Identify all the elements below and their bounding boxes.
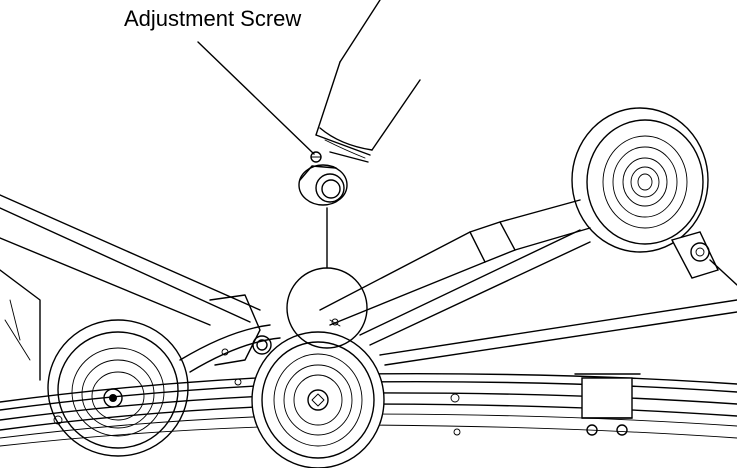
left-wheel <box>47 319 189 457</box>
center-bracket <box>209 294 272 366</box>
right-linkage <box>359 229 737 366</box>
upper-right-wheel <box>571 107 709 253</box>
adjustment-eyelet <box>298 151 348 206</box>
shock-detail <box>315 0 421 163</box>
lower-center-wheel <box>251 331 385 469</box>
left-arm <box>0 194 281 381</box>
leader-lines <box>197 41 328 269</box>
callout-label-adjustment-screw: Adjustment Screw <box>124 6 302 31</box>
shock-absorber <box>319 199 591 326</box>
mounting-block <box>574 373 641 436</box>
